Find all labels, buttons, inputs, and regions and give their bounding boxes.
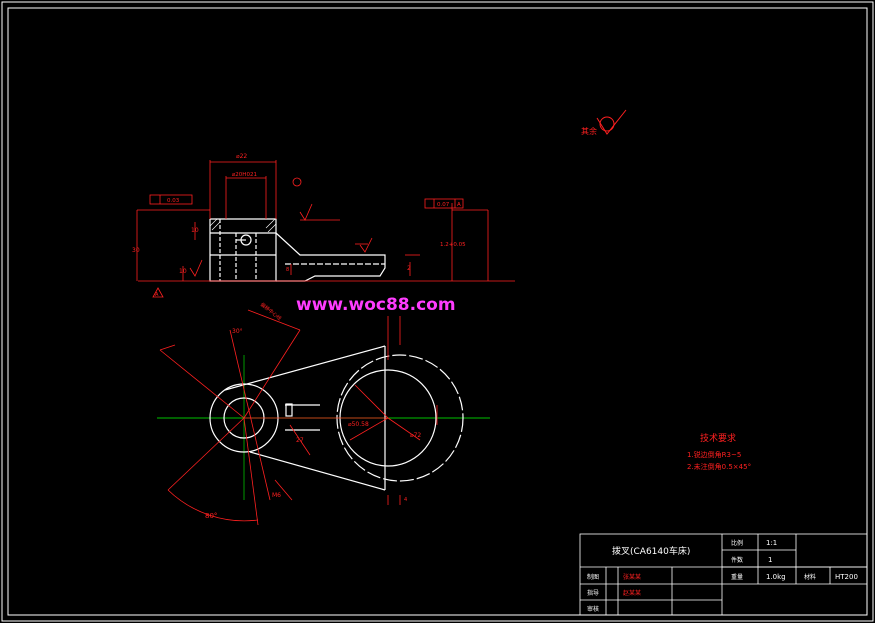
- roughness-symbol: 其余: [581, 109, 627, 136]
- dim-tiny-4: 4: [404, 497, 407, 503]
- part-name: 拨叉(CA6140车床): [612, 545, 690, 557]
- tech-requirements: 技术要求 1.锐边倒角R3~5 2.未注倒角0.5×45°: [687, 432, 751, 471]
- material-value: HT200: [835, 573, 858, 581]
- guide-label: 指导: [587, 589, 599, 597]
- qty-value: 1: [768, 556, 772, 564]
- dim-bore: ⌀20H021: [232, 172, 257, 178]
- svg-text:0.07: 0.07: [437, 202, 450, 208]
- dim-right-tol: 1.2+0.05: [440, 242, 466, 248]
- watermark: www.woc88.com: [296, 295, 456, 315]
- tech-title: 技术要求: [700, 432, 736, 444]
- svg-text:A: A: [457, 202, 461, 208]
- dim-r27: 27: [296, 437, 304, 444]
- scale-label: 比例: [731, 539, 743, 547]
- inner-frame: [7, 7, 868, 616]
- datum-a: A: [152, 287, 164, 298]
- weight-value: 1.0kg: [766, 573, 786, 581]
- dim-angle-80: 80°: [205, 512, 217, 520]
- tech-item-1: 1.锐边倒角R3~5: [687, 450, 741, 459]
- tech-item-2: 2.未注倒角0.5×45°: [687, 462, 751, 471]
- dim-big-dia: ⌀72: [410, 432, 421, 439]
- dim-angle-30: 30°: [232, 328, 243, 335]
- weight-label: 重量: [731, 573, 743, 581]
- front-view: ⌀22 ⌀20H021 30 10 10 1.2+0.05 2 8 0.03 0…: [132, 153, 515, 298]
- plan-view: 30° 80° 27 ⌀50.58 ⌀72 M6 偏移中心线 4: [157, 301, 490, 526]
- dim-left-small: 10: [191, 227, 199, 234]
- guide-name: 赵某某: [623, 589, 641, 597]
- dim-right-small: 2: [407, 265, 411, 272]
- dim-small-dia: ⌀50.58: [348, 421, 369, 428]
- dim-tiny-8: 8: [286, 267, 289, 273]
- qty-label: 件数: [731, 556, 743, 564]
- gdt-frame-left: 0.03: [149, 194, 193, 205]
- title-block: [579, 533, 868, 616]
- roughness-marks: [189, 177, 373, 277]
- material-label: 材料: [804, 573, 816, 581]
- drawn-name: 张某某: [623, 573, 641, 581]
- gdt-frame-right: 0.07 A: [424, 198, 464, 209]
- dim-left-low: 10: [179, 268, 187, 275]
- title-block-text: 拨叉(CA6140车床) 比例 1:1 件数 1 重量 1.0kg 材料 HT2…: [587, 539, 858, 613]
- scale-value: 1:1: [766, 539, 777, 547]
- dim-top-width: ⌀22: [236, 153, 247, 160]
- dim-height-total: 30: [132, 247, 140, 254]
- svg-text:A: A: [155, 292, 159, 298]
- drawn-label: 制图: [587, 573, 599, 581]
- dim-m6: M6: [272, 492, 281, 499]
- svg-text:0.03: 0.03: [167, 198, 180, 204]
- roughness-label: 其余: [581, 126, 597, 136]
- review-label: 审核: [587, 605, 599, 613]
